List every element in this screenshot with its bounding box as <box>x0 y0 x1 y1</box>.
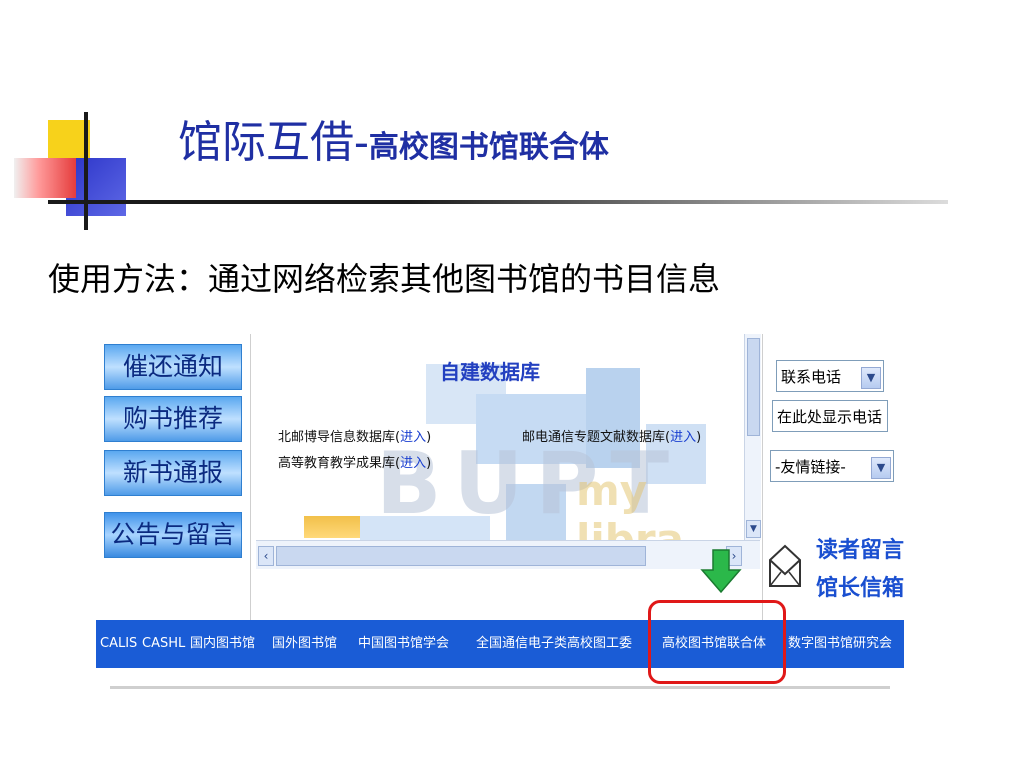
scroll-thumb[interactable] <box>276 546 646 566</box>
green-down-arrow-icon <box>700 548 742 594</box>
phone-display-text: 在此处显示电话 <box>777 408 883 426</box>
bg-tile <box>476 394 596 464</box>
nav-university-library-consortium[interactable]: 高校图书馆联合体 <box>662 636 767 651</box>
paren: ( <box>665 430 671 445</box>
notice-return-button[interactable]: 催还通知 <box>104 344 242 390</box>
bg-tile <box>360 516 490 540</box>
nav-library-society[interactable]: 中国图书馆学会 <box>358 636 450 651</box>
paren: ) <box>426 456 432 471</box>
enter-link[interactable]: 进入 <box>400 456 427 471</box>
enter-link[interactable]: 进入 <box>400 430 427 445</box>
bupt-watermark: BUPT <box>376 434 682 534</box>
reader-message-link[interactable]: 读者留言 <box>816 537 905 563</box>
scroll-thumb[interactable] <box>747 338 760 436</box>
bg-tile <box>506 484 566 540</box>
paren: ( <box>395 430 401 445</box>
nav-cashl[interactable]: CASHL <box>142 636 186 651</box>
contact-phone-select[interactable]: 联系电话 ▼ <box>776 360 884 392</box>
database-row: 邮电通信专题文献数据库(进入) <box>522 426 701 445</box>
friendly-links-select[interactable]: -友情链接- ▼ <box>770 450 894 482</box>
title-underline <box>48 200 948 204</box>
decor-yellow-square <box>48 120 90 162</box>
nav-telecom-library-committee[interactable]: 全国通信电子类高校图工委 <box>476 636 633 651</box>
vertical-scrollbar[interactable]: ▼ <box>744 334 761 540</box>
director-mailbox-link[interactable]: 馆长信箱 <box>816 575 905 601</box>
slide-title: 馆际互借-高校图书馆联合体 <box>178 106 609 168</box>
contact-phone-value: 联系电话 <box>781 368 842 386</box>
self-built-database-panel: BUPT my libra <box>256 334 746 540</box>
new-books-button[interactable]: 新书通报 <box>104 450 242 496</box>
bg-tile <box>586 368 640 468</box>
purchase-recommend-button[interactable]: 购书推荐 <box>104 396 242 442</box>
friendly-links-value: -友情链接- <box>775 458 846 476</box>
nav-calis[interactable]: CALIS <box>100 636 138 651</box>
bottom-nav-bar: CALIS CASHL 国内图书馆 国外图书馆 中国图书馆学会 全国通信电子类高… <box>96 620 904 668</box>
phone-display-field[interactable]: 在此处显示电话 <box>772 400 888 432</box>
slide-title-bold: 高校图书馆联合体 <box>368 130 609 165</box>
database-name: 高等教育教学成果库 <box>278 456 396 471</box>
paren: ( <box>395 456 401 471</box>
chevron-left-icon[interactable]: ‹ <box>258 546 274 566</box>
left-menu-panel: 催还通知 购书推荐 新书通报 公告与留言 <box>96 334 251 620</box>
database-name: 邮电通信专题文献数据库 <box>522 430 666 445</box>
announcement-message-button[interactable]: 公告与留言 <box>104 512 242 558</box>
paren: ) <box>426 430 432 445</box>
highlight-box <box>648 600 786 684</box>
horizontal-scrollbar[interactable]: ‹ › <box>256 540 760 569</box>
nav-digital-library-institute[interactable]: 数字图书馆研究会 <box>788 636 893 651</box>
database-row: 高等教育教学成果库(进入) <box>278 452 431 471</box>
decor-blue-square <box>66 158 126 216</box>
envelope-icon[interactable] <box>766 540 804 592</box>
nav-foreign-libraries[interactable]: 国外图书馆 <box>272 636 338 651</box>
chevron-down-icon[interactable]: ▼ <box>861 367 881 389</box>
chevron-down-icon[interactable]: ▼ <box>746 520 761 538</box>
enter-link[interactable]: 进入 <box>670 430 697 445</box>
decor-red-bar <box>14 158 76 198</box>
chevron-down-icon[interactable]: ▼ <box>871 457 891 479</box>
mylibrary-watermark: my libra <box>576 466 684 540</box>
paren: ) <box>696 430 702 445</box>
slide-title-main: 馆际互借- <box>178 117 369 168</box>
bg-tile-yellow <box>304 516 360 538</box>
bg-tile <box>646 424 706 484</box>
nav-domestic-libraries[interactable]: 国内图书馆 <box>190 636 256 651</box>
database-row: 北邮博导信息数据库(进入) <box>278 426 431 445</box>
database-name: 北邮博导信息数据库 <box>278 430 396 445</box>
decor-vertical-line <box>84 112 88 230</box>
slide-subtitle: 使用方法：通过网络检索其他图书馆的书目信息 <box>48 260 721 298</box>
bottom-divider <box>110 686 890 689</box>
database-heading: 自建数据库 <box>440 360 540 384</box>
